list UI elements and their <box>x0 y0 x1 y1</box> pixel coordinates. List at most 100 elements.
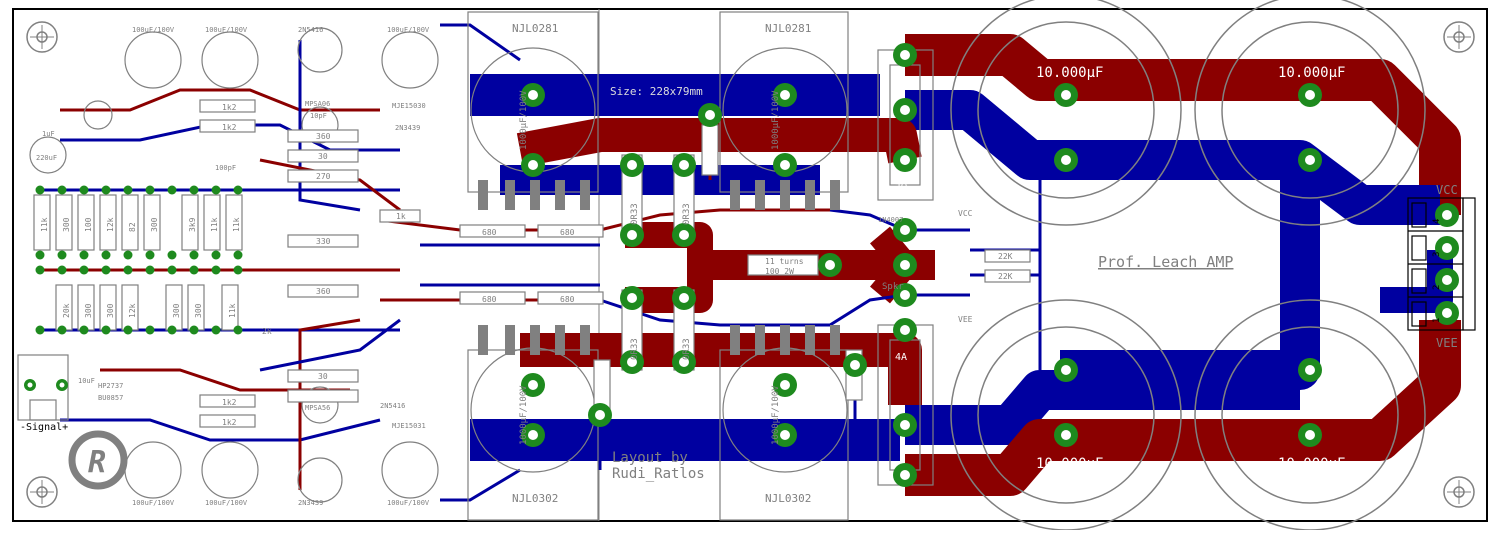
label-signal: -Signal+ <box>20 422 68 433</box>
mounting-hole-tl <box>26 21 58 53</box>
pad-hole <box>780 160 790 170</box>
label-spkr-terminal: SpkrRtn <box>1348 275 1399 289</box>
label-2k: 2k <box>262 327 272 336</box>
rr-logo: R <box>68 430 128 490</box>
pad-hole <box>900 105 910 115</box>
pad <box>233 265 243 275</box>
label-author: Rudi_Ratlos <box>612 466 705 482</box>
resistor-label: 82 <box>128 222 137 232</box>
pad <box>211 325 221 335</box>
label-npn-top-left-h: NJL0281 <box>512 22 558 35</box>
resistor-label: 20k <box>62 303 71 318</box>
pad <box>167 325 177 335</box>
pad-hole <box>627 357 637 367</box>
pad-hole <box>1061 155 1071 165</box>
label-pnp-bottom-right: NJL0302 <box>765 492 811 505</box>
pads <box>24 43 1459 487</box>
label-30-b: 30 <box>318 372 328 381</box>
pad <box>79 250 89 260</box>
label-cap-100-2: 100uF/100V <box>205 26 248 34</box>
pad <box>79 325 89 335</box>
logo-letters: R <box>88 445 106 480</box>
label-gnd-terminal: GND <box>1378 242 1400 256</box>
pad <box>145 265 155 275</box>
label-330: 330 <box>316 237 331 246</box>
label-360-b: 360 <box>316 287 331 296</box>
pad-hole <box>679 293 689 303</box>
label-cap-big-tl: 10.000µF <box>1036 65 1103 81</box>
pad <box>79 265 89 275</box>
pad-hole <box>1442 243 1452 253</box>
label-0r33-b: 0R33 <box>682 203 692 225</box>
label-0r33-a: 0R33 <box>630 203 640 225</box>
label-1uf: 1uF <box>42 130 55 138</box>
pad <box>123 185 133 195</box>
resistor-label: 12k <box>128 303 137 318</box>
pad <box>101 325 111 335</box>
label-fuse-bottom: 4A <box>895 352 907 363</box>
pad <box>57 265 67 275</box>
pad <box>233 185 243 195</box>
pad-hole <box>900 325 910 335</box>
pad <box>189 185 199 195</box>
pad-hole <box>780 380 790 390</box>
pad-hole <box>595 410 605 420</box>
pad <box>79 185 89 195</box>
resistor-label: 3k9 <box>188 217 197 232</box>
label-vee-terminal: VEE <box>1436 336 1458 350</box>
label-0r33-c: 0R33 <box>630 338 640 360</box>
pad <box>101 250 111 260</box>
label-vcc-small: VCC <box>958 209 973 218</box>
pad <box>101 265 111 275</box>
pad-hole <box>627 230 637 240</box>
resistor-label: 300 <box>150 217 159 232</box>
pad-hole <box>850 360 860 370</box>
label-1k: 1k <box>396 212 406 221</box>
pad <box>145 185 155 195</box>
pad <box>189 250 199 260</box>
resistor-label: 300 <box>84 303 93 318</box>
label-1k2-d: 1k2 <box>222 418 237 427</box>
label-270: 270 <box>316 172 331 181</box>
pad <box>123 250 133 260</box>
label-coil-resistor: 100 2W <box>765 267 794 276</box>
pad-hole <box>1061 430 1071 440</box>
label-cap-big-bl: 10.000µF <box>1036 456 1103 472</box>
pad-hole <box>780 430 790 440</box>
pad <box>233 250 243 260</box>
label-0r33-d: 0R33 <box>682 338 692 360</box>
pad <box>233 325 243 335</box>
pad-hole <box>59 382 65 388</box>
pad-hole <box>900 420 910 430</box>
terminal-number: 4 <box>1432 219 1442 224</box>
label-1k2-b: 1k2 <box>222 123 237 132</box>
pad <box>35 265 45 275</box>
label-680-a: 680 <box>482 228 497 237</box>
label-680-d: 680 <box>560 295 575 304</box>
label-360-a: 360 <box>316 132 331 141</box>
label-fuse-top: 4A <box>895 178 907 189</box>
label-680-b: 680 <box>560 228 575 237</box>
pad <box>57 185 67 195</box>
pad <box>167 185 177 195</box>
label-pnp-bottom-left: NJL0302 <box>512 492 558 505</box>
pad <box>57 250 67 260</box>
label-cap-100-1: 100uF/100V <box>132 26 175 34</box>
label-100pf: 100pF <box>215 164 236 172</box>
label-title: Prof. Leach AMP <box>1098 253 1233 271</box>
label-10pf: 10pF <box>310 112 327 120</box>
label-cap-big-br: 10.000µF <box>1278 456 1345 472</box>
label-1k2-c: 1k2 <box>222 398 237 407</box>
pad-hole <box>627 160 637 170</box>
pad <box>211 185 221 195</box>
pad-hole <box>1305 90 1315 100</box>
pad <box>35 185 45 195</box>
label-2n3439-bottom: 2N3439 <box>298 499 323 507</box>
label-2n5416-top: 2N5416 <box>298 26 323 34</box>
label-mje15031: MJE15031 <box>392 422 426 430</box>
label-diode: 1N4007 <box>878 216 903 224</box>
pad-hole <box>679 160 689 170</box>
pad <box>167 265 177 275</box>
